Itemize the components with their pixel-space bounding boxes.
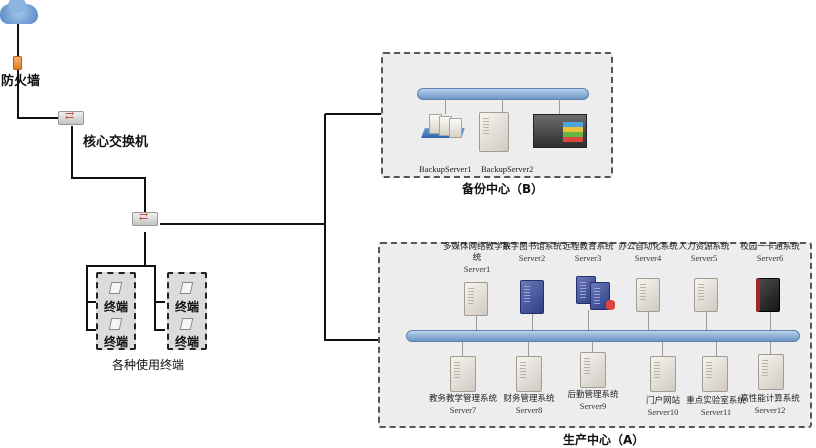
terminal-icon bbox=[179, 318, 194, 330]
server6-icon bbox=[756, 278, 780, 312]
server11-icon bbox=[702, 356, 728, 392]
backup-server1-label: BackupServer1 bbox=[419, 164, 472, 174]
system-name: 财务管理系统 bbox=[503, 394, 555, 404]
server7-icon bbox=[450, 356, 476, 392]
terminal-icon bbox=[108, 282, 123, 294]
bus-link bbox=[528, 342, 529, 356]
system-name: 多媒体网络教学系统 bbox=[442, 242, 511, 263]
terminal-label: 终端 bbox=[104, 300, 129, 314]
wire-access-terminals bbox=[86, 232, 165, 331]
access-switch-icon bbox=[132, 210, 158, 226]
terminal-label: 终端 bbox=[104, 335, 129, 349]
system-name: 办公自动化系统 bbox=[618, 242, 678, 252]
server-name: Server5 bbox=[690, 253, 718, 263]
server3-icon-2 bbox=[590, 282, 610, 310]
storage-array-icon bbox=[533, 114, 587, 148]
terminal-group-1: 终端 终端 bbox=[96, 272, 136, 350]
system-name: 门户网站 bbox=[645, 396, 680, 406]
backup-server1-icon bbox=[421, 112, 465, 138]
server-name: Server3 bbox=[574, 253, 602, 263]
bus-link bbox=[770, 312, 771, 330]
system-name: 教务教学管理系统 bbox=[428, 394, 497, 404]
firewall-icon bbox=[13, 56, 22, 70]
server-name: Server8 bbox=[515, 405, 543, 415]
system-name: 数字图书馆系统 bbox=[502, 242, 562, 252]
bus-link bbox=[592, 342, 593, 354]
server2-icon bbox=[520, 280, 544, 314]
server-name: Server4 bbox=[634, 253, 662, 263]
database-icon bbox=[606, 300, 615, 310]
server-name: Server9 bbox=[579, 401, 607, 411]
backup-server2-label: BackupServer2 bbox=[481, 164, 534, 174]
system-name: 高性能计算系统 bbox=[740, 394, 800, 404]
terminal-group-2: 终端 终端 bbox=[167, 272, 207, 350]
server1-icon bbox=[464, 282, 488, 316]
bus-link bbox=[648, 312, 649, 330]
server-name: Server12 bbox=[754, 405, 786, 415]
system-name: 重点实验室系统 bbox=[686, 396, 746, 406]
backup-server2-icon bbox=[479, 112, 509, 152]
bus-link bbox=[445, 99, 446, 114]
system-name: 后勤管理系统 bbox=[567, 390, 619, 400]
backup-bus bbox=[417, 88, 589, 100]
production-bus bbox=[406, 330, 800, 342]
terminal-label: 终端 bbox=[175, 300, 200, 314]
server-name: Server2 bbox=[518, 253, 546, 263]
bus-link bbox=[502, 99, 503, 114]
bus-link bbox=[716, 342, 717, 356]
wire-trunk-backup bbox=[324, 114, 380, 341]
core-switch-label: 核心交换机 bbox=[83, 135, 149, 150]
server-name: Server1 bbox=[463, 264, 491, 274]
server-name: Server11 bbox=[700, 407, 732, 417]
server12-icon bbox=[758, 354, 784, 390]
server10-icon bbox=[650, 356, 676, 392]
terminals-group-label: 各种使用终端 bbox=[112, 358, 185, 372]
bus-link bbox=[662, 342, 663, 356]
core-switch-icon bbox=[58, 109, 84, 125]
server-name: Server6 bbox=[756, 253, 784, 263]
bus-link bbox=[476, 316, 477, 330]
server-name: Server10 bbox=[647, 407, 679, 417]
backup-center-title: 备份中心（B） bbox=[462, 182, 544, 196]
system-name: 远程教育系统 bbox=[562, 242, 614, 252]
internet-cloud-icon bbox=[0, 0, 38, 24]
bus-link bbox=[770, 342, 771, 356]
wire-firewall-core bbox=[17, 70, 58, 119]
terminal-icon bbox=[108, 318, 123, 330]
bus-link bbox=[706, 312, 707, 330]
server-name: Server7 bbox=[449, 405, 477, 415]
bus-link bbox=[559, 99, 560, 114]
bus-link bbox=[532, 314, 533, 330]
bus-link bbox=[462, 342, 463, 356]
backup-center-zone: BackupServer1 BackupServer2 bbox=[381, 52, 613, 178]
system-name: 校园一卡通系统 bbox=[740, 242, 800, 252]
bus-link bbox=[588, 310, 589, 330]
firewall-label: 防火墙 bbox=[1, 74, 41, 89]
system-name: 人力资源系统 bbox=[678, 242, 730, 252]
server5-icon bbox=[694, 278, 718, 312]
server8-icon bbox=[516, 356, 542, 392]
terminal-label: 终端 bbox=[175, 335, 200, 349]
wire-core-access bbox=[71, 126, 146, 212]
server9-icon bbox=[580, 352, 606, 388]
terminal-icon bbox=[179, 282, 194, 294]
production-center-title: 生产中心（A） bbox=[563, 433, 645, 447]
server4-icon bbox=[636, 278, 660, 312]
